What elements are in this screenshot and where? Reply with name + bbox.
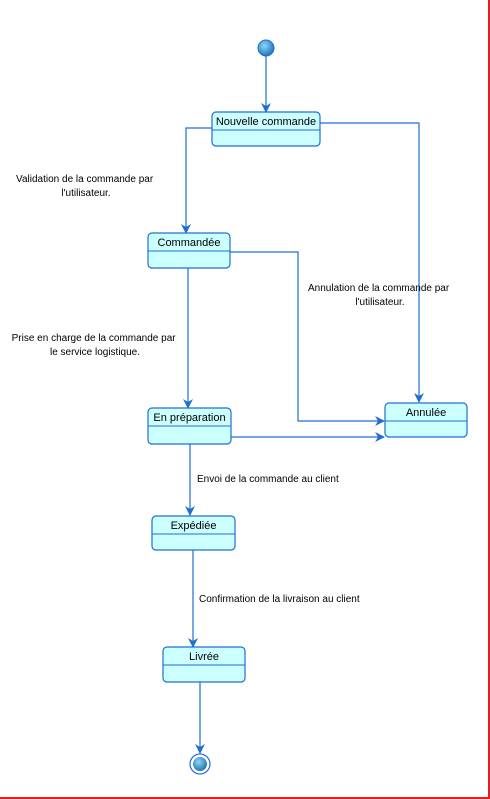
wire-nouvelle-to-annulee — [320, 122, 424, 403]
transition-envoi-label: Envoi de la commande au client — [197, 474, 339, 485]
state-en-preparation-label: En préparation — [153, 412, 225, 424]
transition-annulation-line-1: Annulation de la commande par — [308, 283, 450, 294]
final-node — [189, 753, 211, 775]
state-annulee: Annulée — [384, 402, 468, 438]
state-commandee-label: Commandée — [158, 237, 221, 249]
state-livree: Livrée — [162, 646, 246, 683]
wire-commandee-to-annulee — [230, 251, 385, 426]
transition-prise-en-charge-label: Prise en charge de la commande par le se… — [12, 333, 179, 358]
transition-validation-line-1: Validation de la commande par — [16, 174, 154, 185]
state-expediee: Expédiée — [151, 515, 236, 551]
transition-validation-label: Validation de la commande par l'utilisat… — [16, 174, 156, 199]
transition-confirmation-label: Confirmation de la livraison au client — [199, 594, 360, 605]
state-livree-label: Livrée — [189, 651, 219, 663]
transition-annulation-line-2: l'utilisateur. — [355, 297, 404, 308]
transition-annulation-label: Annulation de la commande par l'utilisat… — [308, 283, 452, 308]
state-expediee-label: Expédiée — [171, 520, 217, 532]
state-en-preparation: En préparation — [147, 407, 232, 445]
initial-node — [257, 39, 275, 57]
wire-nouvelle-to-commandee — [181, 127, 212, 234]
transition-prise-en-charge-line-2: le service logistique. — [50, 347, 140, 358]
state-nouvelle-commande: Nouvelle commande — [211, 111, 321, 147]
state-commandee: Commandée — [147, 232, 231, 269]
transition-prise-en-charge-line-1: Prise en charge de la commande par — [12, 333, 177, 344]
transition-validation-line-2: l'utilisateur. — [61, 188, 110, 199]
state-nouvelle-commande-label: Nouvelle commande — [216, 116, 316, 128]
state-annulee-label: Annulée — [406, 407, 446, 419]
